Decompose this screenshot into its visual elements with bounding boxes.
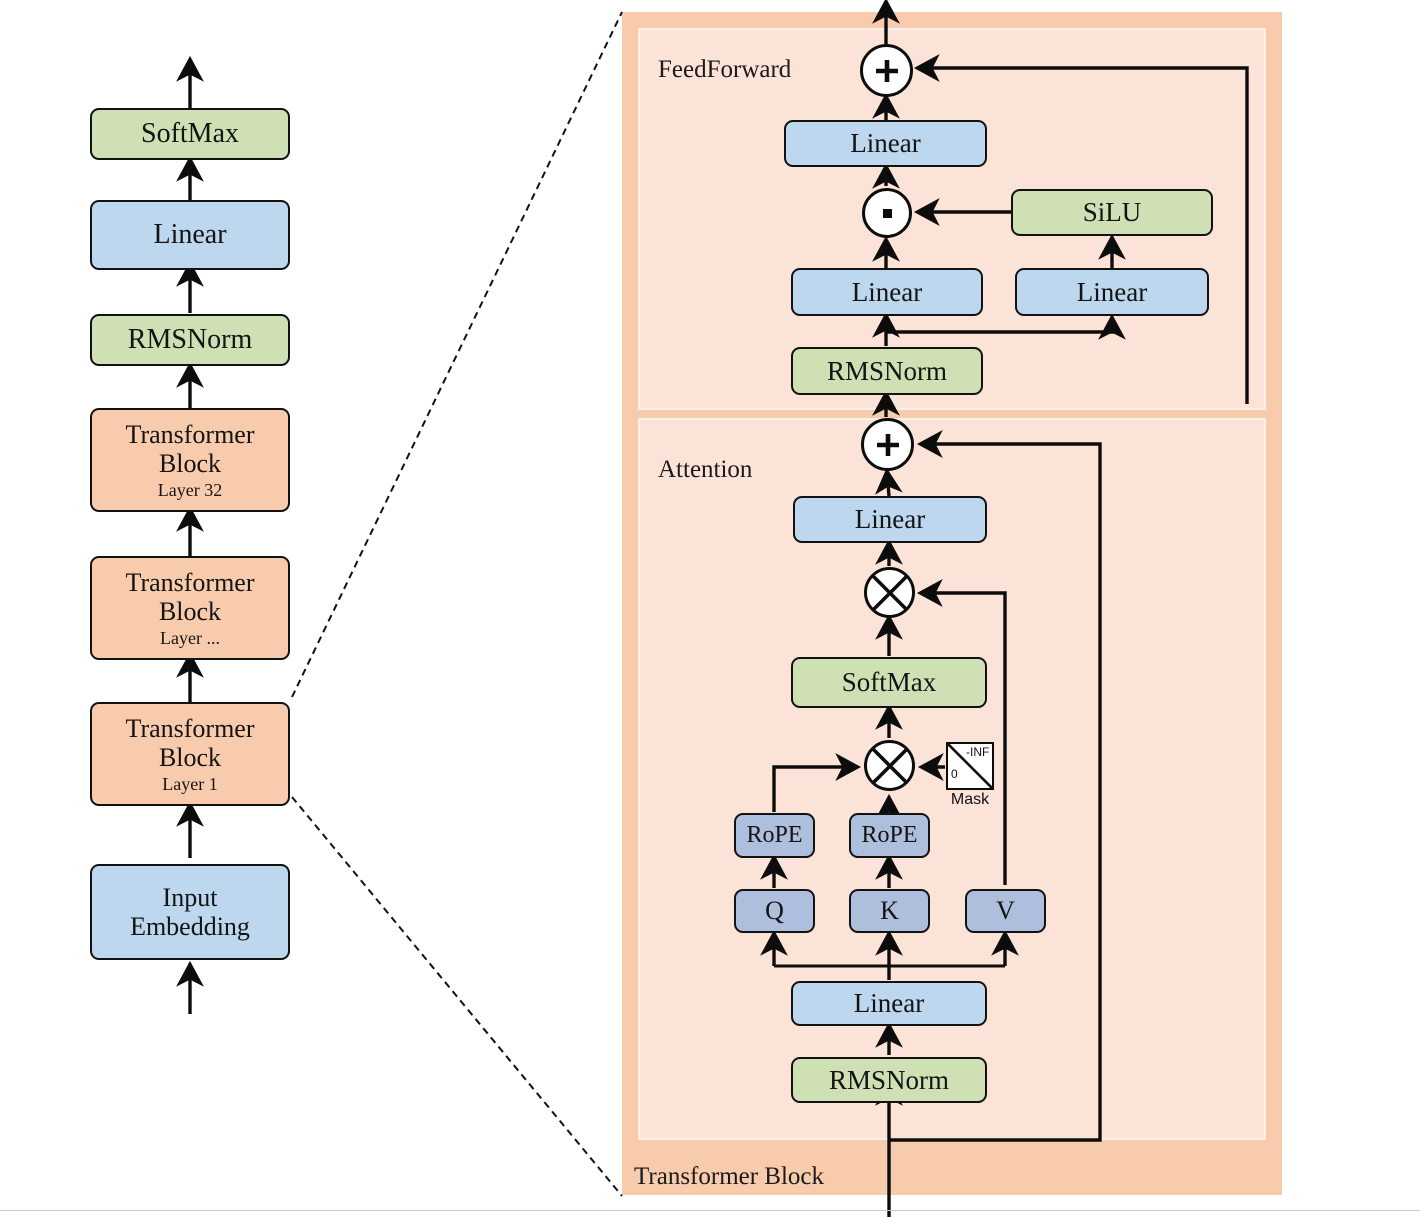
feedforward-rmsnorm[interactable]: RMSNorm	[791, 347, 983, 395]
zoom-connector-upper	[291, 11, 623, 698]
attention-rmsnorm[interactable]: RMSNorm	[791, 1057, 987, 1103]
attention-matmul-qk[interactable]	[864, 740, 915, 791]
plus-icon	[875, 59, 898, 82]
node-label: K	[880, 896, 899, 926]
node-label: RMSNorm	[828, 1064, 950, 1095]
dot-icon	[882, 208, 892, 218]
feedforward-label: FeedForward	[658, 56, 792, 83]
feedforward-gate-linear[interactable]: Linear	[1015, 268, 1209, 316]
mask-triangle-icon	[948, 744, 992, 788]
multiply-icon	[871, 574, 908, 611]
node-label: Linear	[153, 219, 227, 251]
node-label: RMSNorm	[127, 324, 253, 356]
multiply-icon	[871, 747, 908, 784]
attention-residual-add[interactable]	[861, 418, 914, 471]
node-label: Linear	[853, 988, 925, 1019]
feedforward-silu[interactable]: SiLU	[1011, 189, 1213, 236]
node-label: Transformer Block	[125, 568, 255, 627]
mask-caption: Mask	[950, 791, 990, 808]
attention-rope-query[interactable]: RoPE	[734, 813, 815, 858]
attention-qkv-linear[interactable]: Linear	[791, 981, 987, 1026]
attention-output-linear[interactable]: Linear	[793, 496, 987, 543]
node-input-embedding[interactable]: Input Embedding	[90, 864, 290, 960]
attention-softmax[interactable]: SoftMax	[791, 657, 987, 708]
node-label: V	[996, 896, 1015, 926]
mask-upper-value: -INF	[966, 745, 990, 759]
node-label: Transformer Block	[125, 714, 255, 773]
node-label: Linear	[1076, 276, 1148, 307]
attention-key[interactable]: K	[849, 889, 930, 933]
attention-matmul-value[interactable]	[864, 567, 915, 618]
node-rmsnorm[interactable]: RMSNorm	[90, 314, 290, 366]
node-label: RoPE	[746, 822, 803, 849]
node-transformer-block-dots[interactable]: Transformer Block Layer ...	[90, 556, 290, 660]
node-label: Input Embedding	[130, 882, 250, 941]
node-linear[interactable]: Linear	[90, 200, 290, 270]
node-label: SoftMax	[141, 118, 239, 150]
node-label: RoPE	[861, 822, 918, 849]
node-sublabel: Layer 32	[157, 479, 223, 500]
attention-query[interactable]: Q	[734, 889, 815, 933]
feedforward-residual-add[interactable]	[860, 44, 913, 97]
plus-icon	[876, 433, 899, 456]
feedforward-elementwise-multiply[interactable]	[862, 188, 912, 238]
node-label: Linear	[850, 128, 921, 159]
node-transformer-block-32[interactable]: Transformer Block Layer 32	[90, 408, 290, 512]
attention-causal-mask[interactable]	[946, 742, 994, 790]
attention-value[interactable]: V	[965, 889, 1046, 933]
node-label: SoftMax	[841, 667, 937, 698]
node-sublabel: Layer ...	[160, 627, 220, 648]
node-label: SiLU	[1082, 197, 1142, 228]
page-bottom-rule	[0, 1210, 1420, 1211]
node-label: Q	[765, 896, 784, 926]
node-sublabel: Layer 1	[162, 773, 218, 794]
node-transformer-block-1[interactable]: Transformer Block Layer 1	[90, 702, 290, 806]
attention-label: Attention	[658, 456, 753, 483]
mask-lower-value: 0	[951, 767, 958, 781]
node-label: Linear	[854, 504, 926, 535]
node-softmax[interactable]: SoftMax	[90, 108, 290, 160]
feedforward-output-linear[interactable]: Linear	[784, 120, 987, 167]
node-label: RMSNorm	[826, 355, 948, 386]
attention-rope-key[interactable]: RoPE	[849, 813, 930, 858]
node-label: Transformer Block	[125, 420, 255, 479]
transformer-block-panel-label: Transformer Block	[634, 1163, 825, 1190]
node-label: Linear	[851, 276, 923, 307]
feedforward-up-linear[interactable]: Linear	[791, 268, 983, 316]
zoom-connector-lower	[291, 796, 623, 1197]
